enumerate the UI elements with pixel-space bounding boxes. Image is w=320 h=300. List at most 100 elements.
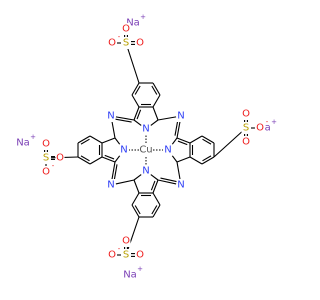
atom-symbol: O [242, 137, 250, 148]
bond [131, 192, 140, 206]
bond [111, 120, 116, 139]
atom-n_br: N [176, 179, 186, 191]
atom-label-background [107, 249, 117, 261]
bond [104, 154, 115, 160]
bond [89, 135, 103, 144]
bond [150, 180, 156, 191]
bond [201, 156, 215, 165]
atom-symbol: O [108, 38, 116, 49]
bond [133, 119, 142, 126]
atom-o_bottom_u: O [121, 235, 131, 247]
copper-phthalocyanine-tetrasulfonate-structure: Na+Na+Na+Na+CuNNNNNNNNSO-OOSOO-OSOO-OSO-… [16, 13, 277, 281]
bond [115, 118, 132, 123]
bond [111, 161, 116, 181]
bond [101, 156, 116, 163]
bond [176, 161, 181, 181]
atom-o_right_d: O [241, 136, 251, 148]
atom-charge: - [118, 245, 121, 253]
atom-symbol: N [177, 111, 184, 122]
bond [157, 179, 177, 185]
atom-symbol: O [136, 250, 144, 261]
atom-charge: + [271, 118, 277, 126]
bond [80, 155, 90, 162]
atom-n_tr: N [176, 110, 186, 122]
bond [189, 135, 203, 144]
atom-symbol: O [108, 250, 116, 261]
atom-n_bl: N [106, 179, 116, 191]
atom-s_bottom: S [121, 249, 131, 261]
bond [115, 179, 135, 185]
atom-n_right: N [163, 144, 173, 156]
bond [134, 85, 141, 95]
structure-diagram: Na+Na+Na+Na+CuNNNNNNNNSO-OOSOO-OSOO-OSO-… [16, 13, 277, 281]
atom-o_top_u: O [121, 23, 131, 35]
bond [133, 106, 140, 121]
atom-label-background [106, 179, 116, 191]
atom-s_right: S [241, 122, 251, 134]
atom-n_bottom: N [141, 165, 151, 177]
atom-symbol: Na [123, 270, 137, 281]
atom-o_bottom_r: O [135, 249, 145, 261]
atom-n_top: N [141, 123, 151, 135]
atom-label-background [16, 137, 30, 149]
bond [157, 116, 177, 121]
bond [150, 119, 159, 126]
atom-s_left: S [41, 152, 51, 164]
atom-label-background [176, 110, 186, 122]
atom-o_bottom_l: O- [107, 245, 121, 261]
bond [136, 109, 142, 120]
atom-symbol: S [123, 250, 129, 261]
atom-charge: - [118, 33, 121, 41]
bond [152, 204, 161, 218]
bond [202, 155, 212, 162]
atom-symbol: O [256, 123, 264, 134]
atom-charge: - [266, 118, 269, 126]
atom-o_left_u: O [41, 138, 51, 150]
atom-label-background [241, 122, 251, 134]
atom-symbol: N [142, 166, 149, 177]
bond [160, 177, 177, 183]
atom-symbol: O [122, 24, 130, 35]
bond [77, 156, 91, 165]
atom-label-background [121, 249, 131, 261]
atom-symbol: Cu [139, 145, 152, 156]
atom-charge: + [137, 265, 143, 273]
atom-symbol: N [107, 111, 114, 122]
atom-o_right_r: O- [255, 118, 269, 134]
atom-symbol: N [164, 145, 171, 156]
bond [152, 192, 161, 206]
bond [150, 174, 159, 181]
atom-symbol: O [42, 167, 50, 178]
bond [151, 85, 158, 95]
atom-label-background [123, 269, 137, 281]
atom-label-background [141, 165, 151, 177]
atom-label-background [121, 37, 131, 49]
atom-charge: + [140, 13, 146, 21]
atom-label-background [106, 110, 116, 122]
bond [177, 140, 188, 146]
bond [131, 94, 140, 108]
atom-n_tl: N [106, 110, 116, 122]
bond [176, 156, 191, 163]
bond [133, 179, 140, 194]
bond [174, 120, 179, 136]
atom-charge: + [30, 133, 36, 141]
atom-symbol: O [136, 38, 144, 49]
bond [80, 138, 90, 145]
atom-label-background [121, 23, 131, 35]
atom-label-background [163, 144, 173, 156]
atom-symbol: N [142, 124, 149, 135]
bond [176, 137, 191, 144]
atom-na4: Na+ [123, 265, 143, 281]
atom-label-background [119, 144, 129, 156]
atom-symbol: S [123, 38, 129, 49]
atom-label-background [55, 152, 65, 164]
bond [201, 135, 215, 144]
atom-label-background [41, 152, 51, 164]
bond [176, 120, 181, 139]
atom-label-background [141, 123, 151, 135]
bond [152, 82, 161, 96]
atom-symbol: Na [126, 18, 140, 29]
atom-na3: Na+ [16, 133, 36, 149]
atom-n_left: N [119, 144, 129, 156]
